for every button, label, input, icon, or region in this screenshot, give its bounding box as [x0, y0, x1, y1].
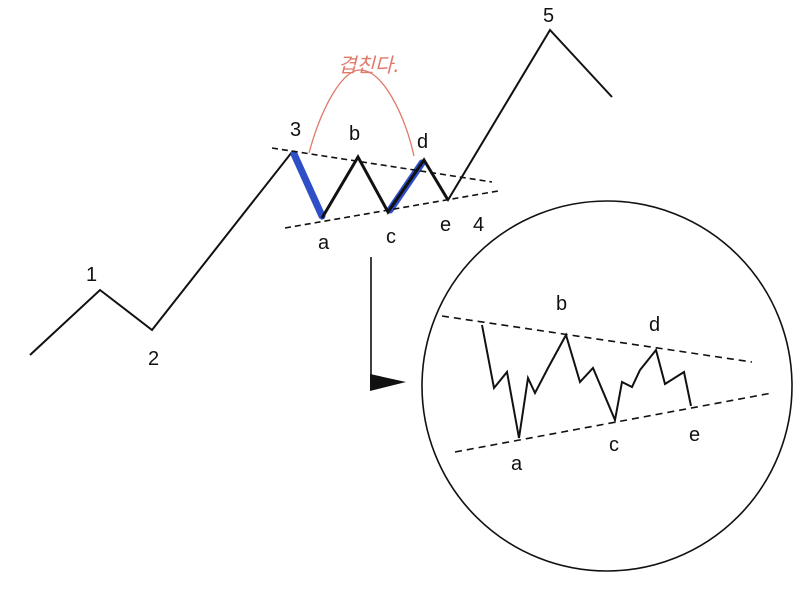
highlight-segment-3-a: [290, 150, 326, 220]
wave-label-5: 5: [543, 5, 554, 27]
inset-label-a: a: [511, 453, 523, 475]
inset-pointer-arrowhead: [370, 374, 406, 391]
wave-label-d: d: [417, 131, 428, 153]
wave-label-1: 1: [86, 264, 97, 286]
inset-upper-trendline: [441, 315, 753, 363]
wave-label-b: b: [349, 123, 360, 145]
inset-label-d: d: [649, 314, 660, 336]
inset-circle: [421, 200, 793, 572]
wave-label-e: e: [440, 214, 451, 236]
inset-label-c: c: [609, 434, 619, 456]
wave-label-a: a: [318, 232, 330, 254]
impulse-wave-line: [29, 28, 613, 356]
inset-pointer-line: [370, 257, 401, 383]
wave-label-2: 2: [148, 348, 159, 370]
inset-wave-line: [481, 324, 692, 439]
wave-label-4: 4: [473, 214, 484, 236]
wave-label-3: 3: [290, 119, 301, 141]
overlap-annotation-arc: [308, 69, 415, 157]
triangle-upper-trendline: [271, 147, 493, 183]
inset-lower-trendline: [454, 392, 773, 453]
overlap-annotation-text: 겹친다.: [338, 53, 400, 77]
inset-label-e: e: [689, 424, 700, 446]
wave-label-c: c: [386, 226, 396, 248]
inset-label-b: b: [556, 293, 567, 315]
triangle-lower-trendline: [284, 190, 499, 229]
